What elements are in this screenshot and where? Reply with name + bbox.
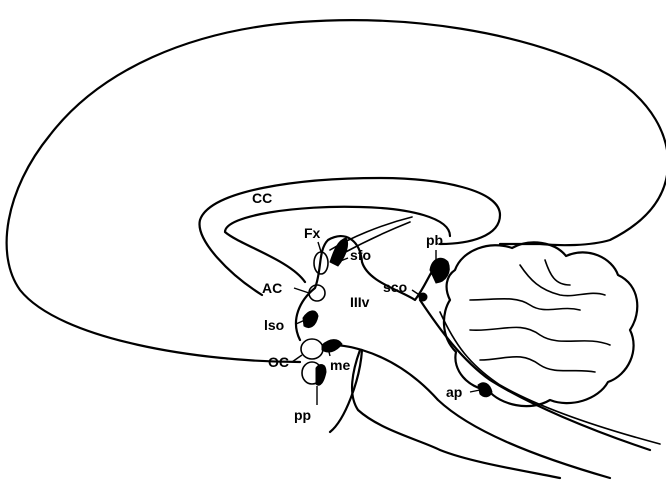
- label-pb: pb: [426, 232, 443, 248]
- label-sfo: sfo: [350, 247, 371, 263]
- cerebellum-folia-4: [520, 265, 605, 296]
- label-ap: ap: [446, 384, 462, 400]
- lamina-terminalis-organ: [303, 311, 318, 328]
- brainstem-posterior: [420, 300, 650, 450]
- leader-ac: [294, 288, 309, 293]
- cerebrum-outline: [7, 20, 666, 362]
- label-cc: CC: [252, 190, 272, 206]
- corpus-callosum: [200, 178, 500, 295]
- cerebellum-folia-5: [545, 260, 570, 285]
- brainstem-anterior: [362, 350, 610, 478]
- area-postrema: [478, 383, 492, 397]
- label-me: me: [330, 357, 350, 373]
- anterior-commissure: [309, 285, 325, 301]
- label-ac: AC: [262, 280, 282, 296]
- label-oc: OC: [268, 354, 289, 370]
- optic-chiasm: [301, 339, 323, 359]
- cerebellum-folia-2: [470, 327, 610, 345]
- leader-ap: [470, 390, 480, 392]
- pineal-body: [430, 258, 449, 283]
- cerebellum-folia-1: [470, 299, 580, 310]
- label-sco: sco: [383, 279, 407, 295]
- posterior-pituitary: [316, 365, 326, 386]
- cerebellum-outline: [444, 242, 637, 406]
- label-iiiv: IIIv: [350, 294, 370, 310]
- median-eminence: [322, 340, 342, 352]
- label-lso: lso: [264, 317, 284, 333]
- cerebellum-folia-3: [480, 357, 595, 372]
- subcommissural-organ: [419, 293, 427, 301]
- label-fx: Fx: [304, 225, 321, 241]
- label-pp: pp: [294, 407, 311, 423]
